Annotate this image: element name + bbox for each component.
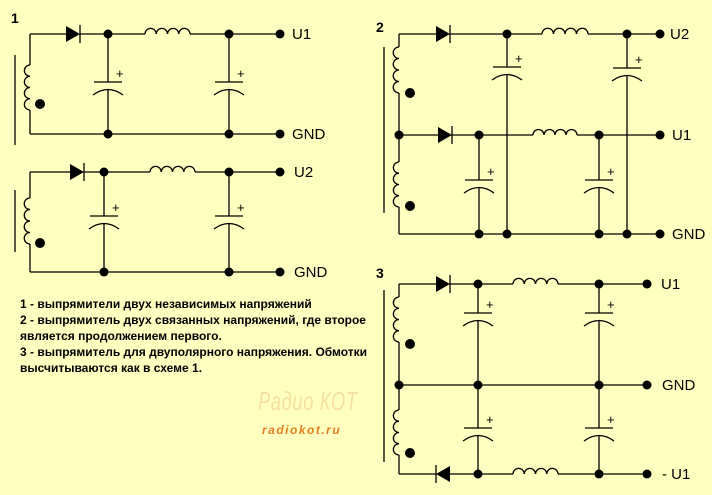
diagram-number-2: 2 bbox=[376, 19, 384, 35]
terminal-dot bbox=[275, 267, 285, 277]
junction-dot bbox=[35, 238, 45, 248]
transformer-winding-icon bbox=[392, 161, 400, 208]
junction-dot bbox=[622, 29, 632, 39]
label-1b-gnd: GND bbox=[294, 264, 328, 281]
label-2-gnd: GND bbox=[672, 226, 706, 243]
junction-dot bbox=[594, 469, 604, 479]
junction-dot bbox=[594, 229, 604, 239]
capacitor-plus: + bbox=[515, 51, 523, 66]
junction-dot bbox=[224, 29, 234, 39]
capacitor-plus: + bbox=[607, 297, 615, 312]
junction-dot bbox=[622, 229, 632, 239]
junction-dot bbox=[99, 167, 109, 177]
label-1a-gnd: GND bbox=[292, 126, 326, 143]
capacitor-plus: + bbox=[237, 66, 245, 81]
description-line: является продолжением первого. bbox=[20, 329, 222, 343]
transformer-winding-icon bbox=[392, 296, 400, 343]
label-3-neg-u1: - U1 bbox=[662, 466, 691, 483]
transformer-winding-icon bbox=[392, 46, 400, 94]
description-line: 1 - выпрямители двух независимых напряже… bbox=[20, 297, 312, 311]
junction-dot bbox=[473, 469, 483, 479]
terminal-dot bbox=[275, 129, 285, 139]
terminal-dot bbox=[275, 167, 285, 177]
junction-dot bbox=[103, 29, 113, 39]
logo-title: Радио КОТ bbox=[258, 386, 358, 416]
logo-url: radiokot.ru bbox=[262, 423, 342, 437]
terminal-dot bbox=[642, 469, 652, 479]
junction-dot bbox=[405, 201, 415, 211]
capacitor-plus: + bbox=[635, 52, 643, 67]
junction-dot bbox=[35, 99, 45, 109]
junction-dot bbox=[594, 130, 604, 140]
capacitor-plus: + bbox=[486, 297, 494, 312]
terminal-dot bbox=[275, 29, 285, 39]
inductor-icon bbox=[512, 467, 559, 475]
label-3-u1: U1 bbox=[661, 276, 681, 293]
diagram-number-1: 1 bbox=[11, 10, 19, 26]
label-2-u2: U2 bbox=[670, 26, 690, 43]
diode-icon bbox=[66, 26, 80, 42]
junction-dot bbox=[405, 88, 415, 98]
junction-dot bbox=[474, 229, 484, 239]
junction-dot bbox=[405, 448, 415, 458]
transformer-winding-icon bbox=[23, 197, 31, 245]
label-3-gnd: GND bbox=[662, 377, 696, 394]
junction-dot bbox=[405, 339, 415, 349]
label-1b-u2: U2 bbox=[294, 164, 314, 181]
diode-icon bbox=[436, 466, 450, 482]
capacitor-plus: + bbox=[607, 412, 615, 427]
capacitor-plus: + bbox=[237, 200, 245, 215]
label-1a-u1: U1 bbox=[292, 26, 312, 43]
capacitor-plus: + bbox=[116, 66, 124, 81]
junction-dot bbox=[474, 130, 484, 140]
junction-dot bbox=[394, 130, 404, 140]
capacitor-plus: + bbox=[607, 164, 615, 179]
inductor-icon bbox=[144, 27, 191, 35]
capacitor-plus: + bbox=[486, 412, 494, 427]
inductor-icon bbox=[512, 277, 559, 285]
capacitor-plus: + bbox=[487, 164, 495, 179]
description: 1 - выпрямители двух независимых напряже… bbox=[20, 296, 367, 376]
junction-dot bbox=[473, 380, 483, 390]
terminal-dot bbox=[642, 279, 652, 289]
terminal-dot bbox=[655, 29, 665, 39]
terminal-dot bbox=[655, 229, 665, 239]
description-line: 3 - выпрямитель для двуполярного напряже… bbox=[20, 345, 368, 359]
junction-dot bbox=[594, 279, 604, 289]
terminal-dot bbox=[642, 380, 652, 390]
capacitor-plus: + bbox=[112, 200, 120, 215]
junction-dot bbox=[224, 129, 234, 139]
transformer-winding-icon bbox=[23, 64, 31, 111]
junction-dot bbox=[224, 167, 234, 177]
inductor-icon bbox=[541, 27, 589, 35]
junction-dot bbox=[103, 129, 113, 139]
junction-dot bbox=[99, 267, 109, 277]
diode-icon bbox=[438, 127, 452, 143]
junction-dot bbox=[502, 29, 512, 39]
junction-dot bbox=[594, 380, 604, 390]
transformer-winding-icon bbox=[392, 409, 400, 456]
label-2-u1: U1 bbox=[672, 127, 692, 144]
inductor-icon bbox=[149, 165, 196, 173]
junction-dot bbox=[502, 229, 512, 239]
diode-icon bbox=[70, 164, 84, 180]
diode-icon bbox=[436, 276, 450, 292]
junction-dot bbox=[224, 267, 234, 277]
description-line: высчитываются как в схеме 1. bbox=[20, 361, 203, 375]
diode-icon bbox=[436, 26, 450, 42]
description-line: 2 - выпрямитель двух связанных напряжени… bbox=[20, 313, 366, 327]
junction-dot bbox=[394, 380, 404, 390]
terminal-dot bbox=[655, 130, 665, 140]
inductor-icon bbox=[532, 128, 578, 136]
diagram-number-3: 3 bbox=[376, 265, 384, 281]
junction-dot bbox=[473, 279, 483, 289]
